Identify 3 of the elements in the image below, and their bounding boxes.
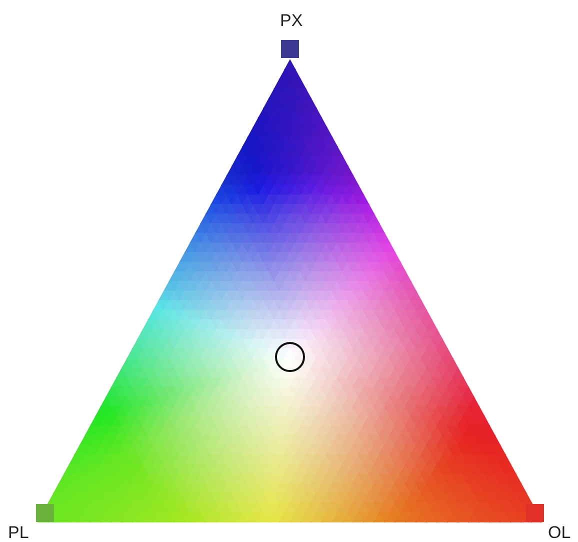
vertex-label: OL <box>548 524 571 541</box>
vertex-label: PL <box>8 524 29 541</box>
vertex-label: PX <box>280 12 303 29</box>
